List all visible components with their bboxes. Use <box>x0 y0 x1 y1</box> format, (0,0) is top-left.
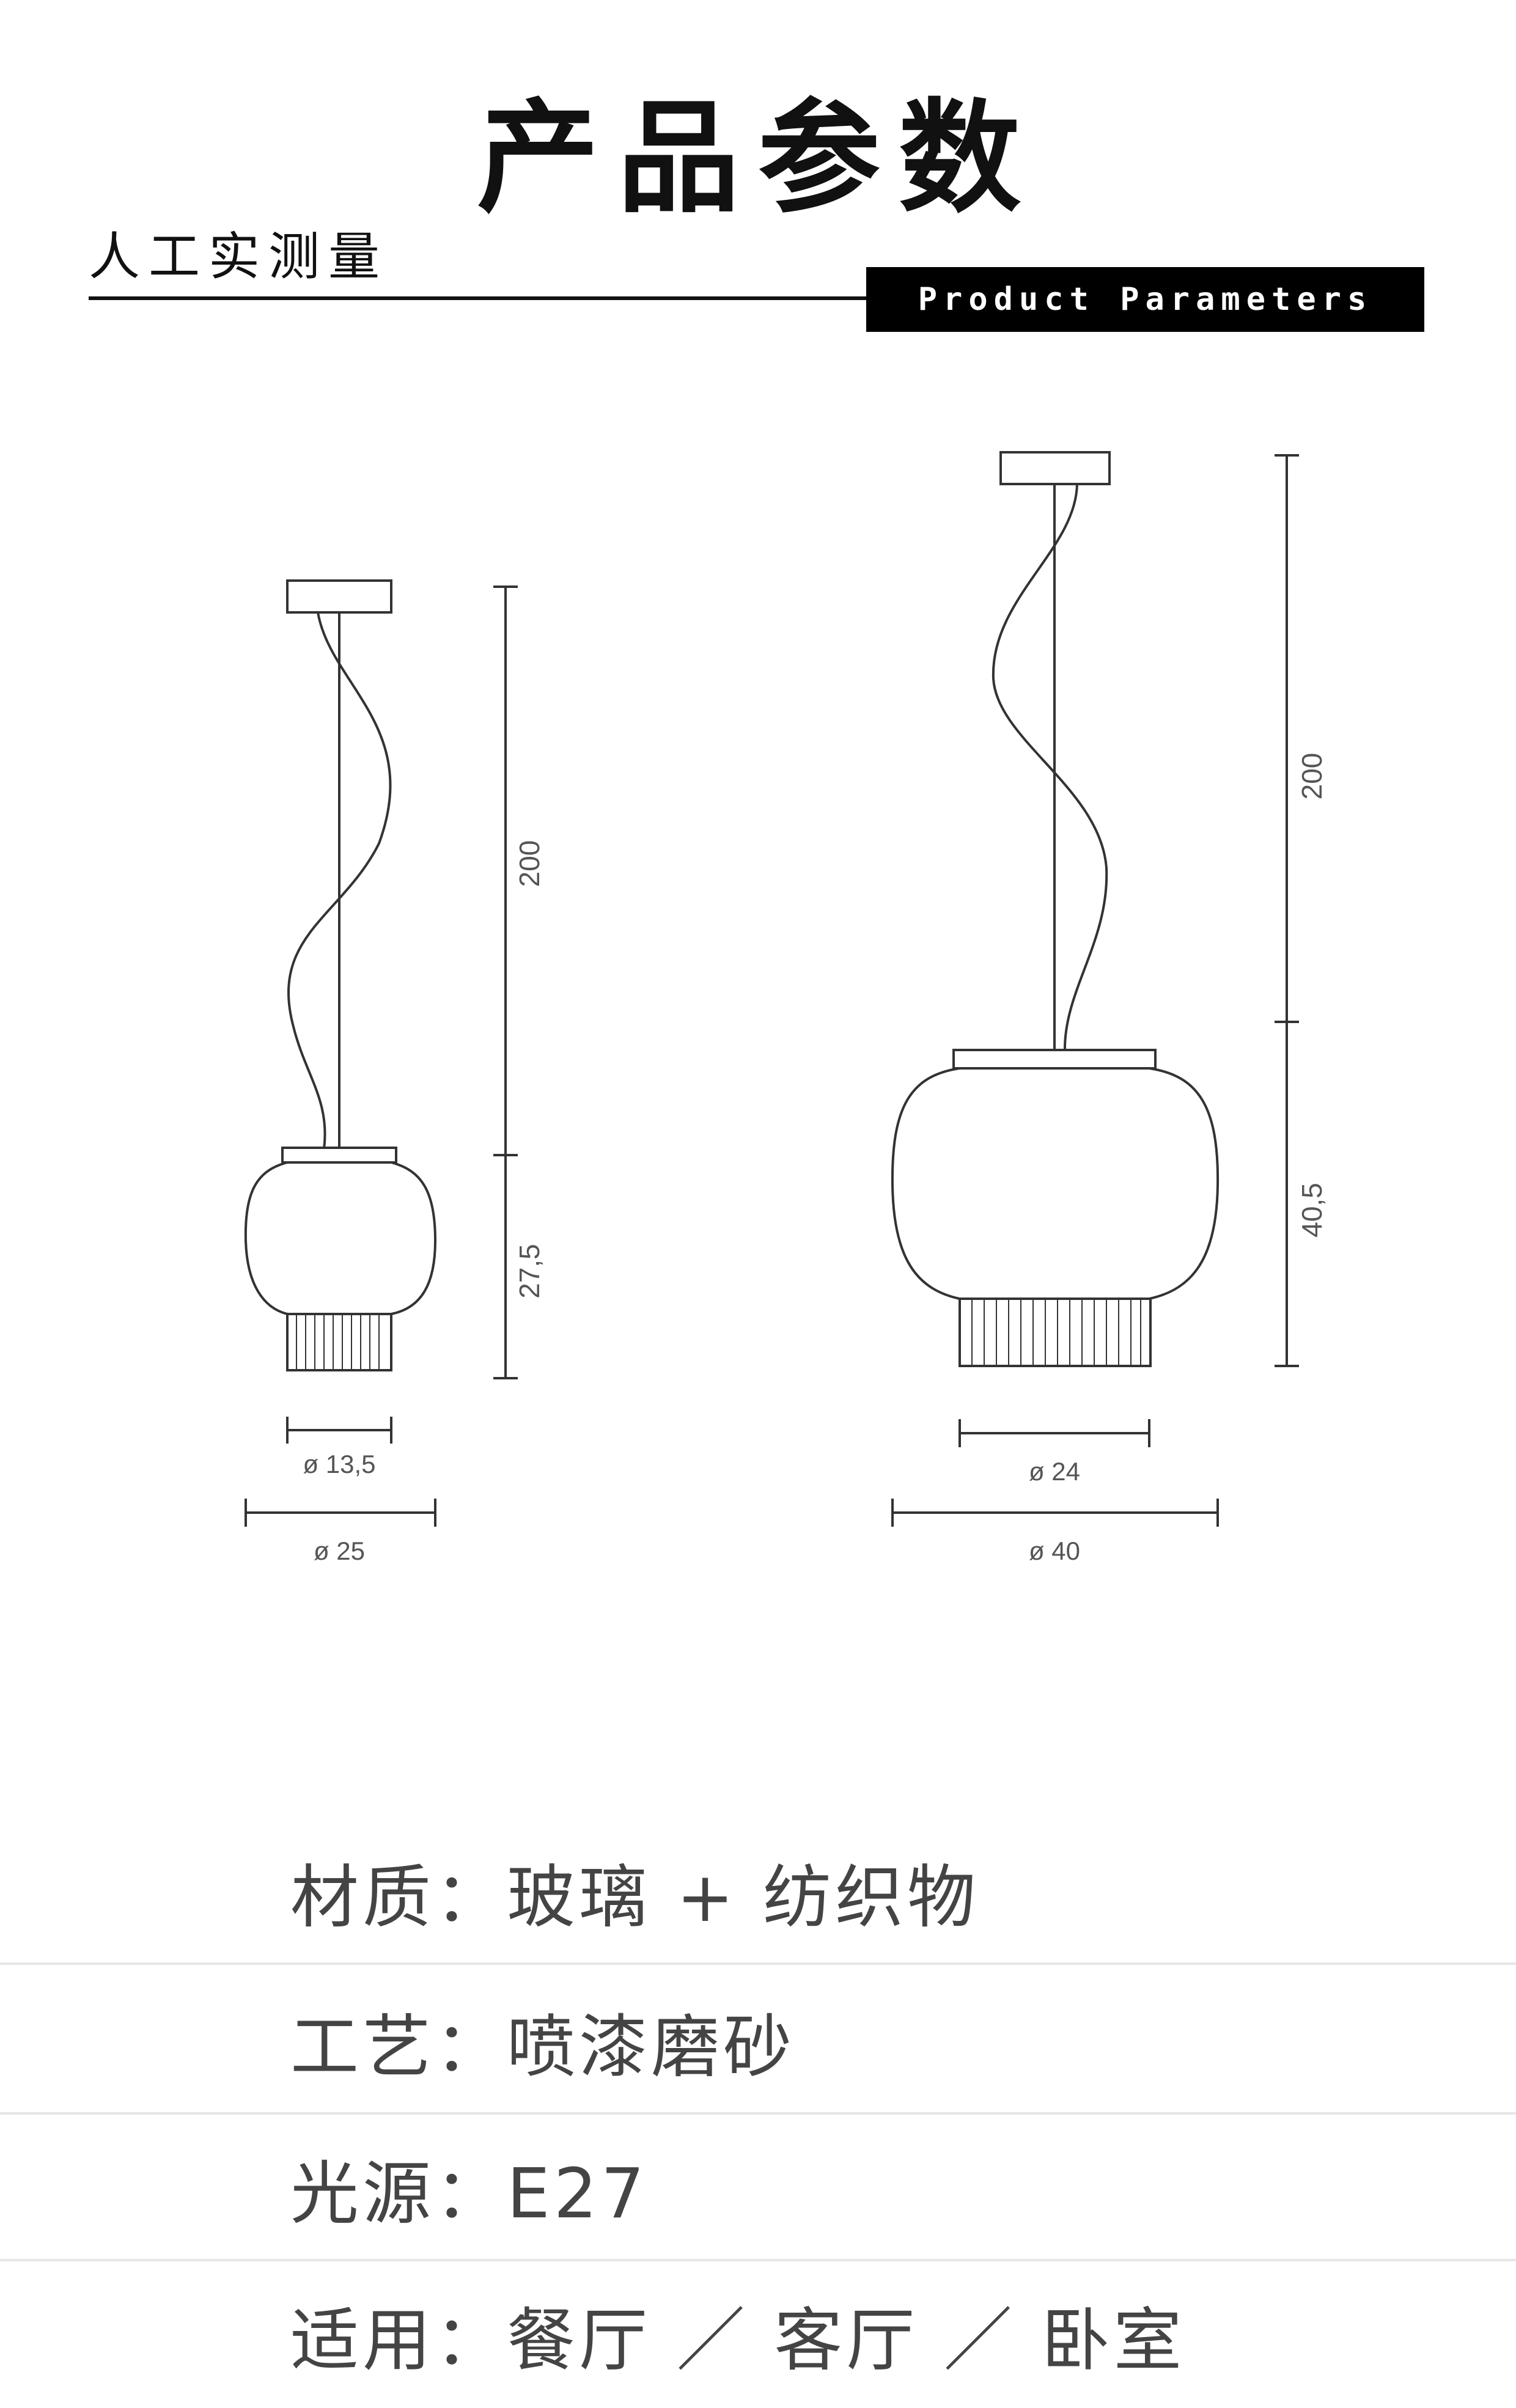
small-lamp-fringe <box>286 1313 392 1371</box>
small-lamp-drawing <box>244 579 518 1527</box>
small-lamp-inner-diameter: ø 13,5 <box>303 1450 375 1478</box>
spec-usage: 适用：餐厅 ／ 客厅 ／ 卧室 <box>290 2301 1186 2380</box>
large-lamp-outer-diameter: ø 40 <box>1029 1536 1080 1565</box>
large-lamp-cable <box>992 483 1108 1052</box>
spec-process: 工艺：喷漆磨砂 <box>290 2008 795 2087</box>
small-lamp-shade <box>244 1161 437 1315</box>
large-lamp-shade <box>891 1067 1220 1300</box>
small-lamp-canopy <box>286 579 392 614</box>
page-title: 产品参数 <box>476 87 1039 230</box>
spec-row-usage: 适用：餐厅 ／ 客厅 ／ 卧室 <box>0 2261 1516 2408</box>
small-lamp-height: 27,5 <box>513 1244 545 1299</box>
large-lamp-height: 40,5 <box>1296 1183 1328 1238</box>
small-lamp-cable-length: 200 <box>513 840 545 887</box>
spec-divider <box>0 2112 1516 2115</box>
large-lamp-cable-length: 200 <box>1296 753 1328 800</box>
spec-divider <box>0 2259 1516 2261</box>
spec-row-light-source: 光源：E27 <box>0 2115 1516 2261</box>
large-lamp-fringe <box>959 1298 1152 1367</box>
spec-light-source: 光源：E27 <box>290 2154 649 2234</box>
large-lamp-drawing <box>891 451 1299 1527</box>
large-lamp-canopy <box>999 451 1111 485</box>
header-rule <box>89 296 871 300</box>
spec-material: 材质：玻璃 + 纺织物 <box>290 1858 980 1937</box>
spec-divider <box>0 1962 1516 1965</box>
english-label-bar: Product Parameters <box>866 267 1424 332</box>
section-subtitle: 人工实测量 <box>89 227 389 287</box>
english-label: Product Parameters <box>918 281 1373 318</box>
dimension-drawing: 200 27,5 ø 13,5 ø 25 <box>244 451 1328 1565</box>
small-lamp-cable <box>287 612 392 1150</box>
small-lamp-outer-diameter: ø 25 <box>314 1536 365 1565</box>
spec-row-process: 工艺：喷漆磨砂 <box>0 1968 1516 2115</box>
large-lamp-inner-diameter: ø 24 <box>1029 1457 1080 1486</box>
spec-row-material: 材质：玻璃 + 纺织物 <box>0 1818 1516 1965</box>
